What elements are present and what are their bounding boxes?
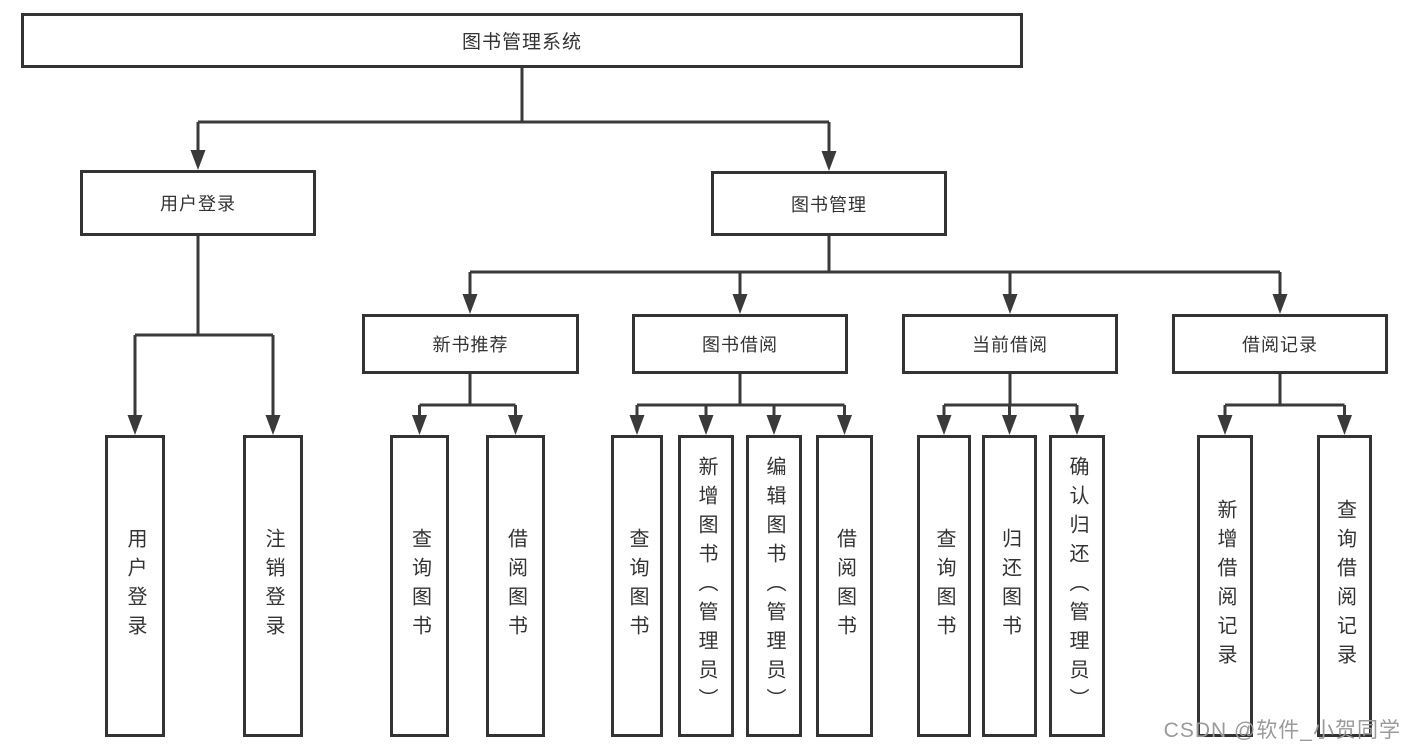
node-book-management: 图书管理 xyxy=(711,171,947,236)
arrowhead-icon xyxy=(1337,415,1352,435)
arrowhead-icon xyxy=(698,415,714,435)
csdn-watermark: CSDN @软件_小贺同学 xyxy=(1163,719,1401,742)
arrowhead-icon xyxy=(1002,294,1018,314)
leaf-confirm-return-admin: 确认归还（管理员） xyxy=(1049,435,1105,737)
node-user-login: 用户登录 xyxy=(80,170,316,236)
arrowhead-icon xyxy=(936,415,952,435)
leaf-query-books-1: 查询图书 xyxy=(390,435,449,737)
leaf-borrow-books-2: 借阅图书 xyxy=(816,435,873,737)
leaf-return-books: 归还图书 xyxy=(982,435,1037,737)
arrowhead-icon xyxy=(629,415,645,435)
leaf-query-borrow-record: 查询借阅记录 xyxy=(1317,435,1372,737)
node-root: 图书管理系统 xyxy=(21,13,1023,68)
leaf-query-books-3: 查询图书 xyxy=(917,435,971,737)
arrowhead-icon xyxy=(821,151,837,171)
leaf-borrow-books-1: 借阅图书 xyxy=(486,435,545,737)
leaf-edit-books-admin: 编辑图书（管理员） xyxy=(746,435,802,737)
arrowhead-icon xyxy=(508,415,523,435)
arrowhead-icon xyxy=(1217,415,1233,435)
connector-path xyxy=(133,68,1346,424)
node-current-borrow: 当前借阅 xyxy=(902,314,1118,374)
leaf-add-books-admin: 新增图书（管理员） xyxy=(678,435,734,737)
leaf-query-books-2: 查询图书 xyxy=(611,435,663,737)
leaf-add-borrow-record: 新增借阅记录 xyxy=(1197,435,1253,737)
arrowhead-icon xyxy=(1272,294,1288,314)
node-borrow-records: 借阅记录 xyxy=(1172,314,1388,374)
arrowhead-icon xyxy=(732,294,748,314)
arrowhead-icon xyxy=(127,415,143,435)
arrowhead-icon xyxy=(190,150,206,170)
arrowhead-icon xyxy=(265,415,281,435)
arrowhead-icon xyxy=(837,415,852,435)
leaf-user-login: 用户登录 xyxy=(105,435,165,737)
arrowhead-icon xyxy=(462,294,478,314)
arrowheads xyxy=(127,150,1352,435)
arrowhead-icon xyxy=(1002,415,1017,435)
arrowhead-icon xyxy=(1069,415,1085,435)
arrowhead-icon xyxy=(766,415,782,435)
node-new-book-recommend: 新书推荐 xyxy=(362,314,579,374)
leaf-logout: 注销登录 xyxy=(243,435,303,737)
arrowhead-icon xyxy=(412,415,427,435)
node-book-borrow: 图书借阅 xyxy=(632,314,848,374)
